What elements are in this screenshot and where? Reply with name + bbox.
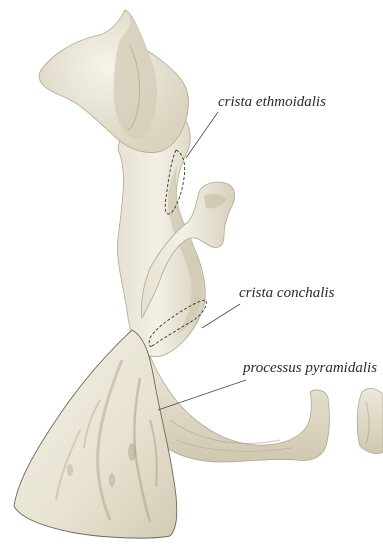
label-processus-pyramidalis: processus pyramidalis bbox=[243, 361, 377, 376]
leader-crista-conchalis bbox=[202, 304, 240, 328]
leader-crista-ethmoidalis bbox=[186, 112, 218, 158]
orbital-process bbox=[39, 10, 188, 153]
label-crista-conchalis: crista conchalis bbox=[239, 286, 334, 301]
horizontal-plate-stub bbox=[357, 388, 383, 453]
label-crista-ethmoidalis: crista ethmoidalis bbox=[218, 95, 326, 110]
